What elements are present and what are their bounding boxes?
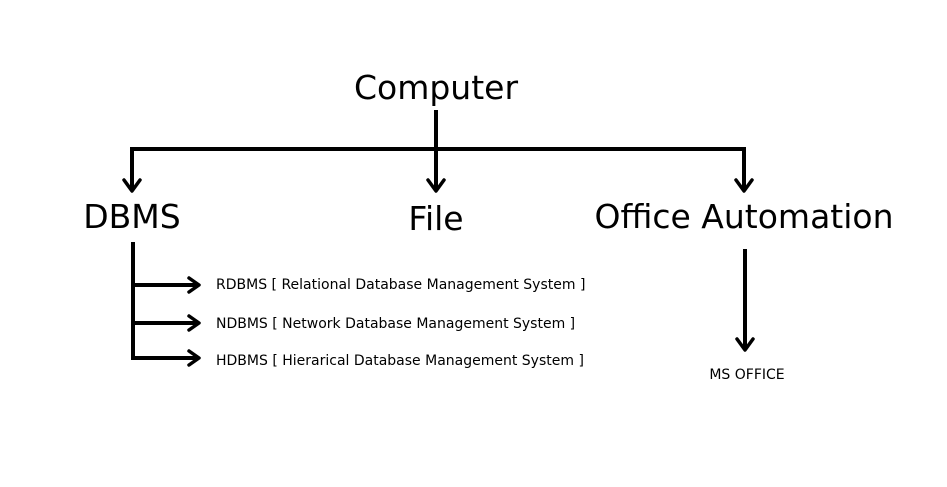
arrowhead-ndbms [187,314,201,332]
arrowhead-rdbms [187,276,201,294]
arrowhead-office [734,178,754,193]
node-rdbms: RDBMS [ Relational Database Management S… [216,277,585,293]
arrowhead-msoffice [735,337,755,352]
node-hdbms: HDBMS [ Hierarical Database Management S… [216,353,584,369]
arrowhead-dbms [122,178,142,193]
node-computer: Computer [354,68,518,107]
arrowhead-hdbms [187,349,201,367]
node-office-automation: Office Automation [594,197,893,236]
node-file: File [408,199,463,238]
node-ms-office: MS OFFICE [709,367,784,383]
node-ndbms: NDBMS [ Network Database Management Syst… [216,316,575,332]
node-dbms: DBMS [83,197,180,236]
arrowhead-file [426,178,446,193]
